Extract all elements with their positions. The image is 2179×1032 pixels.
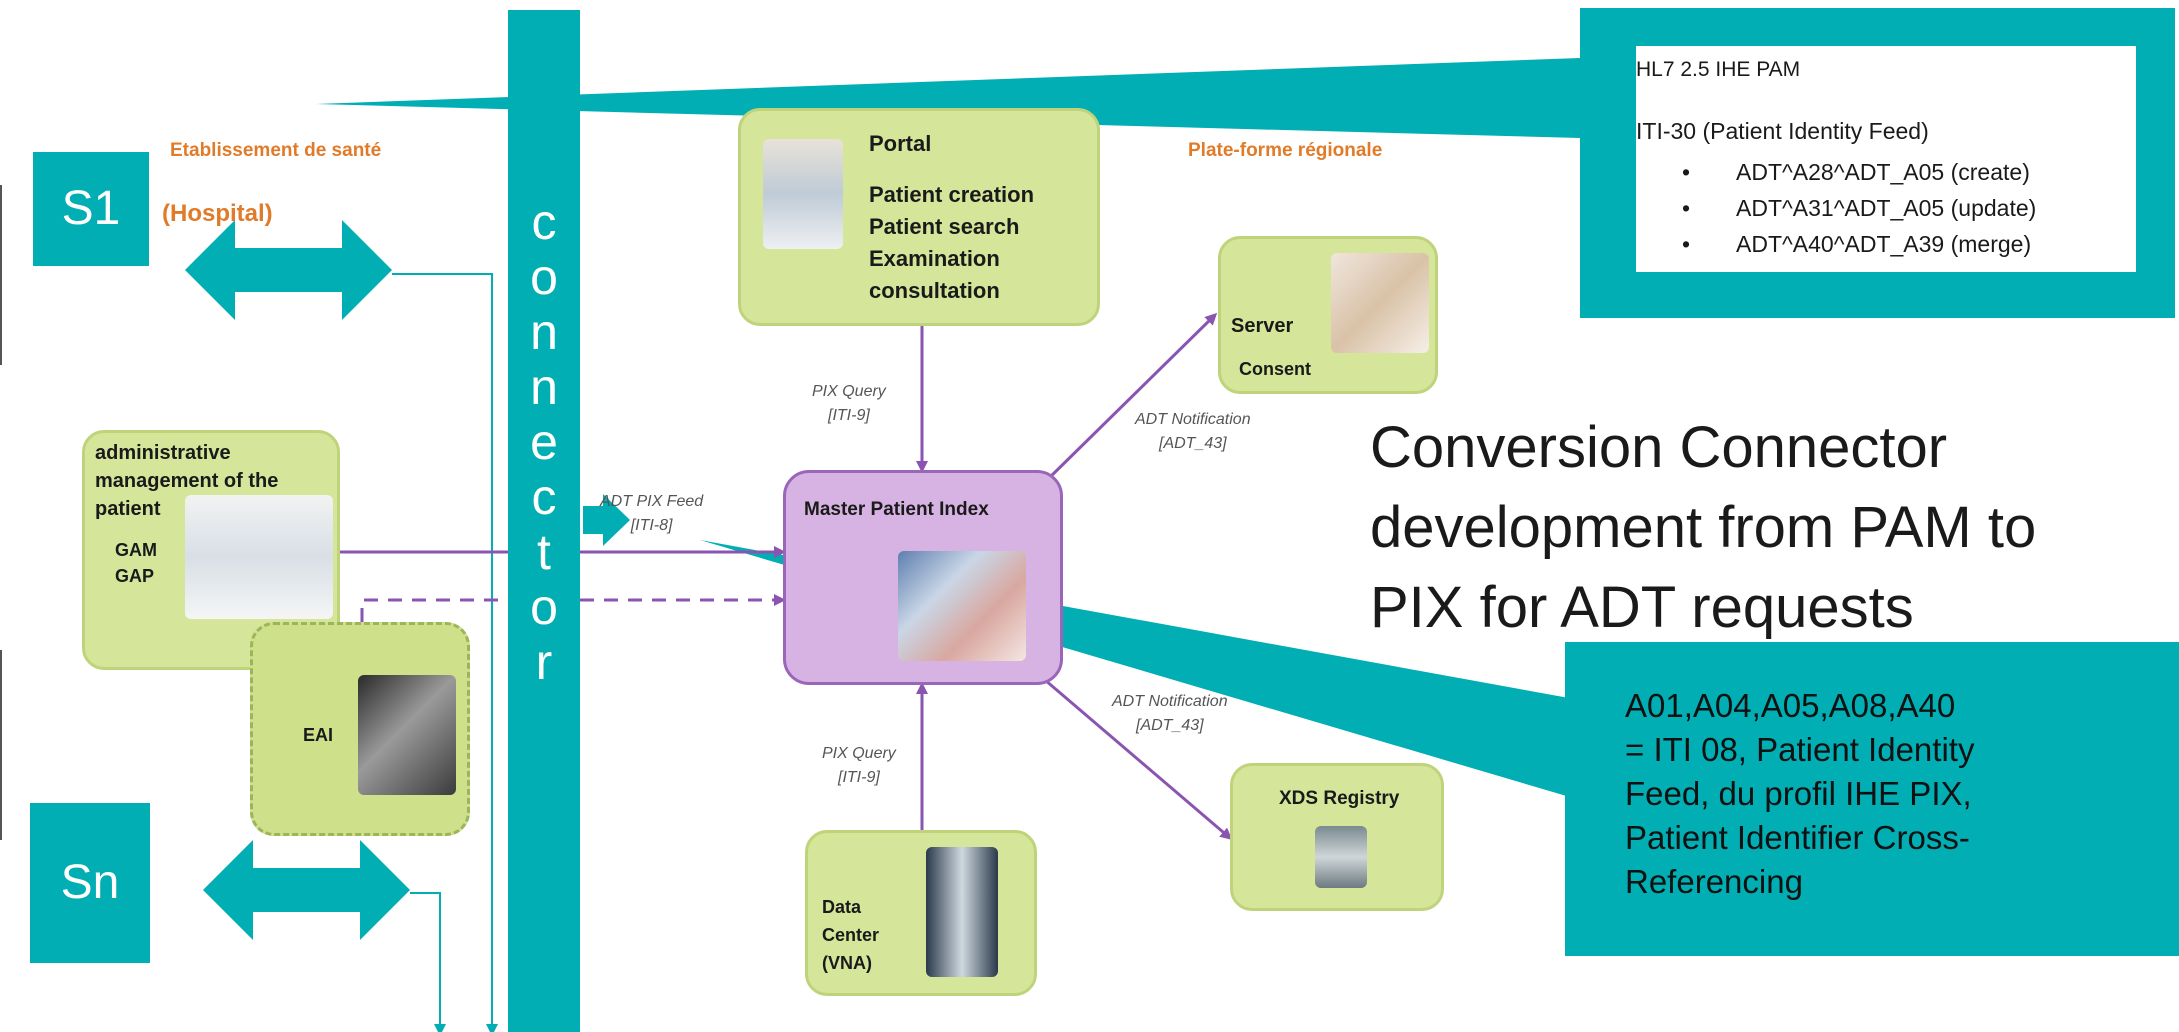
portal-box: Portal Patient creation Patient search E… (738, 108, 1100, 326)
eai-label: EAI (303, 725, 334, 745)
pix-query-top-line1: PIX Query (812, 383, 886, 400)
callout-top-pointer (316, 58, 1580, 138)
callout-bottom-line-2: = ITI 08, Patient Identity (1625, 731, 1975, 768)
stethoscope-photo (1315, 826, 1367, 888)
server-subtitle: Consent (1239, 359, 1311, 379)
adt-notification-top-line2: [ADT_43] (1159, 435, 1227, 452)
system-s1-label: S1 (61, 182, 121, 235)
connector-letter: o (530, 249, 558, 305)
etablissement-label: Etablissement de santé (170, 140, 382, 161)
portal-line-1: Patient creation (869, 182, 1035, 207)
system-sn-box: Sn (30, 803, 150, 963)
callout-bottom-line-1: A01,A04,A05,A08,A40 (1625, 687, 1956, 724)
adt-notification-top-label: ADT Notification [ADT_43] (1135, 408, 1251, 456)
adt-notification-bottom-line2: [ADT_43] (1136, 717, 1204, 734)
arrow-mpi-server (1043, 312, 1218, 484)
datacenter-line2: Center (822, 925, 880, 945)
datacenter-line1: Data (822, 897, 862, 917)
pix-query-bottom-line2: [ITI-9] (838, 769, 880, 786)
connector-letter: o (530, 579, 558, 635)
admin-code-gam: GAM (115, 540, 157, 560)
server-consent-box: Server Consent (1218, 236, 1438, 394)
callout-top: HL7 2.5 IHE PAM ITI-30 (Patient Identity… (1580, 8, 2175, 318)
adt-notification-bottom-label: ADT Notification [ADT_43] (1112, 690, 1228, 738)
data-center-box: Data Center (VNA) (805, 830, 1037, 996)
s1-double-arrow (185, 220, 392, 320)
adt-pix-feed-line2: [ITI-8] (630, 517, 673, 534)
master-patient-index-box: Master Patient Index (783, 470, 1063, 685)
staff-photo (185, 495, 333, 619)
files-photo (898, 551, 1026, 661)
portal-lines: Patient creation Patient search Examinat… (869, 179, 1097, 307)
server-title: Server (1231, 315, 1294, 337)
bullet-item-2: •ADT^A31^ADT_A05 (update) (1681, 195, 2037, 221)
adt-notification-bottom-line1: ADT Notification (1112, 693, 1228, 710)
callout-bottom-line-5: Referencing (1625, 863, 1803, 900)
pix-query-top-line2: [ITI-9] (828, 407, 870, 424)
pix-query-bottom-line1: PIX Query (822, 745, 896, 762)
sn-double-arrow (203, 840, 410, 940)
conversion-line-1: Conversion Connector (1370, 415, 1948, 480)
mpi-label: Master Patient Index (804, 499, 989, 520)
portal-line-3: Examination consultation (869, 246, 1000, 303)
callout-bottom-text: A01,A04,A05,A08,A40 = ITI 08, Patient Id… (1625, 684, 1974, 904)
s1-line (392, 273, 498, 1032)
connector-letter: t (537, 524, 551, 580)
admin-codes: GAM GAP (115, 537, 157, 589)
adt-notification-top-line1: ADT Notification (1135, 411, 1251, 428)
server-room-photo (926, 847, 998, 977)
bullet-item-3: •ADT^A40^ADT_A39 (merge) (1681, 231, 2032, 257)
hospital-label: (Hospital) (162, 200, 273, 227)
pix-query-bottom-label: PIX Query [ITI-9] (822, 742, 896, 790)
xds-label: XDS Registry (1279, 788, 1400, 809)
eai-box: EAI (250, 622, 470, 836)
connector-letter: n (530, 359, 558, 415)
callout-bottom: A01,A04,A05,A08,A40 = ITI 08, Patient Id… (1565, 642, 2179, 956)
callout-bottom-line-3: Feed, du profil IHE PIX, (1625, 775, 1972, 812)
callout-top-line: ITI-30 (Patient Identity Feed) (1636, 118, 1929, 144)
system-s1-box: S1 (33, 152, 149, 266)
connector-letter: n (530, 304, 558, 360)
xds-registry-box: XDS Registry (1230, 763, 1444, 911)
datacenter-line3: (VNA) (822, 953, 872, 973)
left-edge-line-bottom (0, 650, 2, 840)
admin-title-line2: management of the patient (95, 470, 279, 520)
connector-letter: r (535, 634, 553, 690)
plateforme-label: Plate-forme régionale (1188, 140, 1383, 161)
bullet-item-1: •ADT^A28^ADT_A05 (create) (1681, 159, 2030, 185)
conversion-line-3: PIX for ADT requests (1370, 575, 1914, 640)
portal-line-2: Patient search (869, 214, 1020, 239)
portal-title: Portal (869, 131, 932, 156)
conversion-line-2: development from PAM to (1370, 495, 2037, 560)
admin-title-line1: administrative (95, 442, 231, 464)
conversion-connector-text: Conversion Connector development from PA… (1370, 408, 2036, 648)
left-edge-line-top (0, 185, 2, 365)
pix-query-top-label: PIX Query [ITI-9] (812, 380, 886, 428)
arrow-eai-mpi-dashed (360, 594, 786, 622)
bridge-photo (358, 675, 456, 795)
system-sn-label: Sn (60, 856, 120, 909)
connector-letter: e (530, 414, 558, 470)
callout-top-content: HL7 2.5 IHE PAM ITI-30 (Patient Identity… (1636, 46, 2136, 272)
connector-letter: c (531, 469, 557, 525)
connector-letter: c (531, 194, 557, 250)
datacenter-label: Data Center (VNA) (822, 893, 879, 977)
adt-pix-feed-label: ADT PIX Feed [ITI-8] (600, 490, 703, 538)
consent-photo (1331, 253, 1429, 353)
sn-line (410, 892, 446, 1032)
feed-arrow-teal (583, 494, 630, 546)
callout-top-bullets: •ADT^A28^ADT_A05 (create) •ADT^A31^ADT_A… (1636, 154, 2036, 262)
adt-pix-feed-line1: ADT PIX Feed (600, 493, 704, 510)
admin-code-gap: GAP (115, 566, 155, 586)
arrow-mpi-xds (1044, 678, 1233, 840)
admin-title: administrative management of the patient (95, 439, 337, 523)
doctor-photo (763, 139, 843, 249)
callout-top-header: HL7 2.5 IHE PAM (1636, 58, 1801, 81)
callout-bottom-line-4: Patient Identifier Cross- (1625, 819, 1970, 856)
